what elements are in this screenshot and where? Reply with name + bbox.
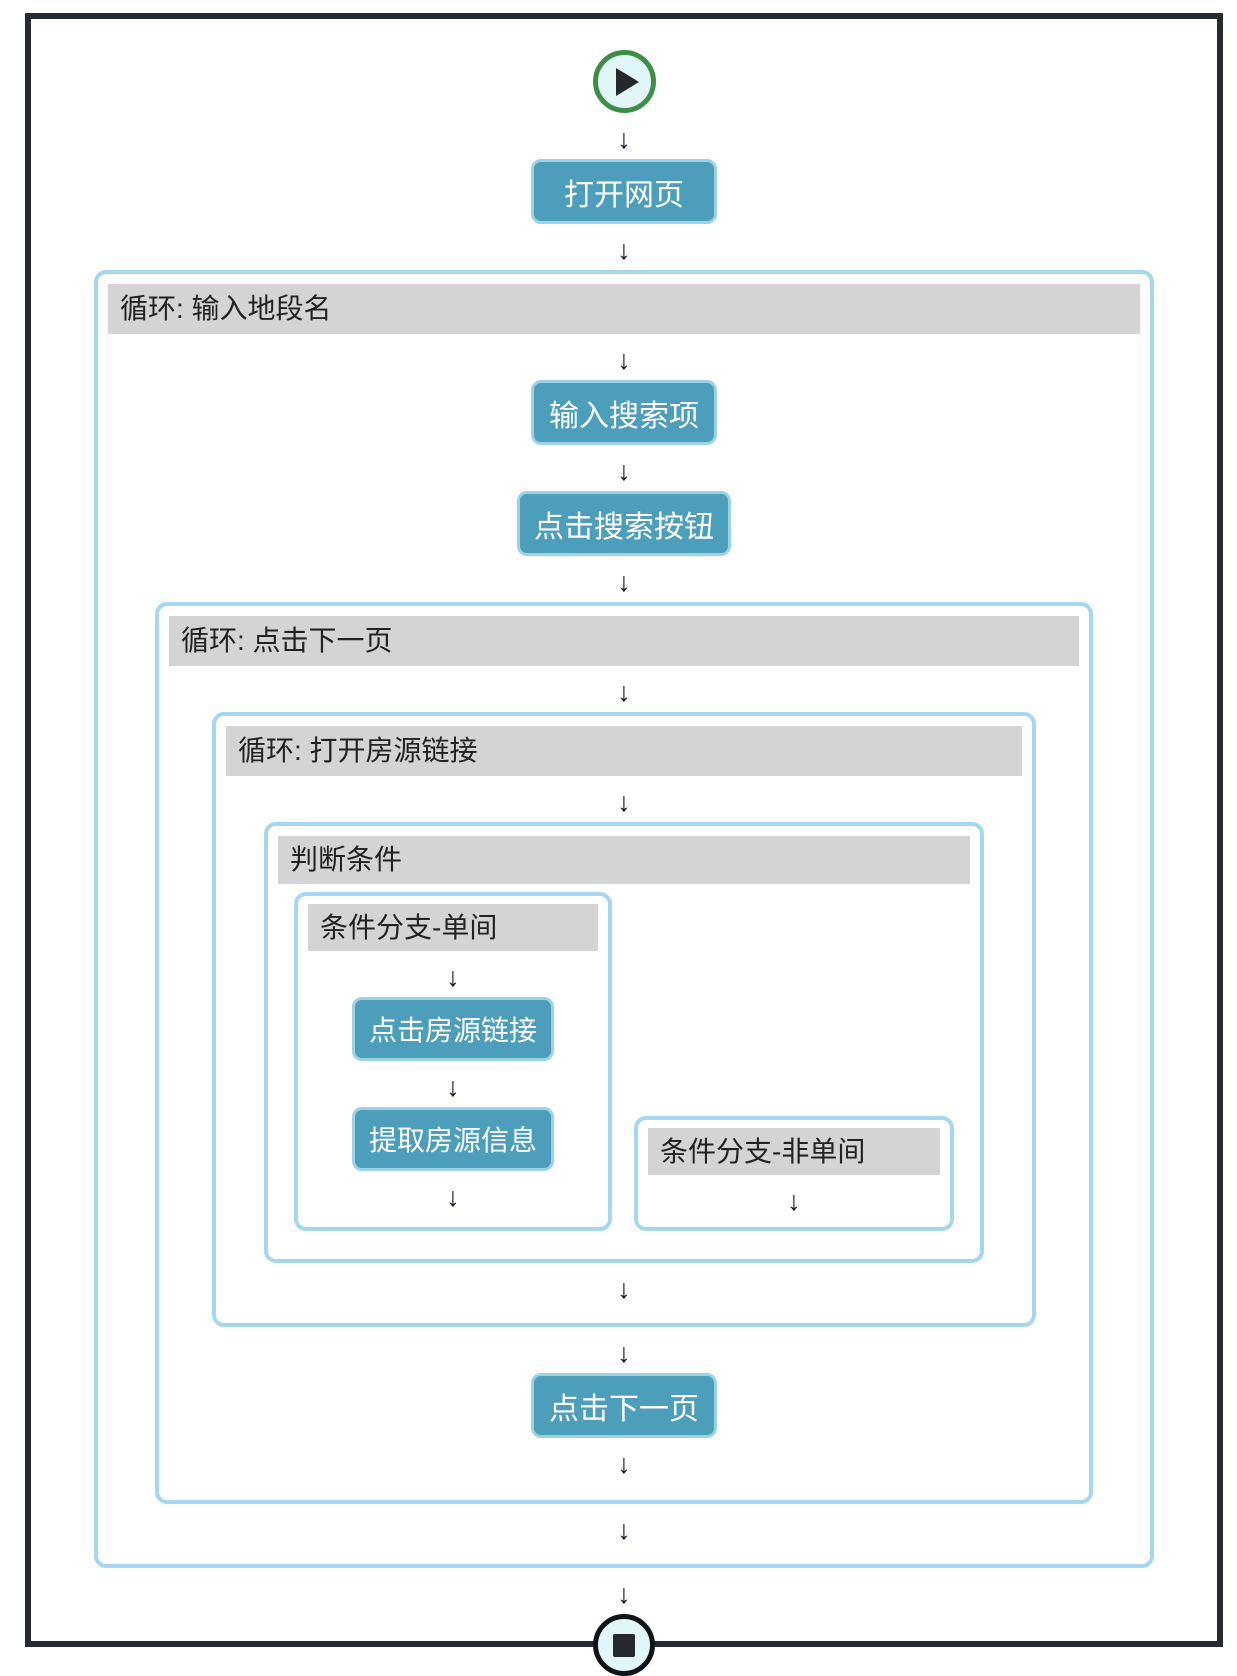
loop-header-next-page[interactable]: 循环: 点击下一页 xyxy=(169,616,1079,666)
condition-header[interactable]: 判断条件 xyxy=(278,836,970,884)
stop-icon xyxy=(613,1633,635,1657)
loop-container-open-listing: 循环: 打开房源链接 ↓ 判断条件 条件分支-单间 ↓ 点击房源链接 ↓ 提取房… xyxy=(212,712,1036,1327)
condition-branches: 条件分支-单间 ↓ 点击房源链接 ↓ 提取房源信息 ↓ 条件分支-非单间 ↓ xyxy=(268,892,980,1231)
flow-arrow: ↓ xyxy=(787,1186,801,1216)
end-node[interactable] xyxy=(593,1614,655,1676)
loop-header-open-listing[interactable]: 循环: 打开房源链接 xyxy=(226,726,1022,776)
step-click-search[interactable]: 点击搜索按钮 xyxy=(517,491,731,556)
flow-arrow: ↓ xyxy=(617,1274,631,1304)
loop-header-district[interactable]: 循环: 输入地段名 xyxy=(108,284,1140,334)
branch-header-not-single-room[interactable]: 条件分支-非单间 xyxy=(648,1128,940,1175)
branch-header-single-room[interactable]: 条件分支-单间 xyxy=(308,904,598,951)
branch-single-room: 条件分支-单间 ↓ 点击房源链接 ↓ 提取房源信息 ↓ xyxy=(294,892,612,1231)
workflow-canvas-frame: ↓ 打开网页 ↓ 循环: 输入地段名 ↓ 输入搜索项 ↓ 点击搜索按钮 ↓ 循环… xyxy=(25,13,1223,1676)
flow-arrow: ↓ xyxy=(617,1449,631,1479)
flow-arrow: ↓ xyxy=(446,962,460,992)
flow-arrow: ↓ xyxy=(446,1182,460,1212)
step-extract-info[interactable]: 提取房源信息 xyxy=(351,1107,554,1171)
start-node[interactable] xyxy=(592,50,656,113)
flow-arrow: ↓ xyxy=(617,235,631,265)
flow-arrow: ↓ xyxy=(617,567,631,597)
flow-arrow: ↓ xyxy=(617,456,631,486)
loop-container-next-page: 循环: 点击下一页 ↓ 循环: 打开房源链接 ↓ 判断条件 条件分支-单间 ↓ … xyxy=(155,602,1093,1504)
flow-arrow: ↓ xyxy=(617,787,631,817)
loop-container-district: 循环: 输入地段名 ↓ 输入搜索项 ↓ 点击搜索按钮 ↓ 循环: 点击下一页 ↓… xyxy=(94,270,1154,1568)
flow-arrow: ↓ xyxy=(617,1338,631,1368)
condition-container: 判断条件 条件分支-单间 ↓ 点击房源链接 ↓ 提取房源信息 ↓ xyxy=(264,822,984,1263)
step-input-search[interactable]: 输入搜索项 xyxy=(531,380,717,445)
flow-arrow: ↓ xyxy=(617,1515,631,1545)
workflow-canvas: ↓ 打开网页 ↓ 循环: 输入地段名 ↓ 输入搜索项 ↓ 点击搜索按钮 ↓ 循环… xyxy=(31,19,1217,1676)
flow-arrow: ↓ xyxy=(617,677,631,707)
flow-arrow: ↓ xyxy=(446,1072,460,1102)
flow-arrow: ↓ xyxy=(617,345,631,375)
flow-arrow: ↓ xyxy=(617,124,631,154)
play-icon xyxy=(616,67,639,96)
step-click-listing[interactable]: 点击房源链接 xyxy=(351,997,554,1061)
branch-not-single-room: 条件分支-非单间 ↓ xyxy=(634,1116,954,1231)
step-click-next-page[interactable]: 点击下一页 xyxy=(531,1373,717,1438)
flow-arrow: ↓ xyxy=(617,1579,631,1609)
step-open-page[interactable]: 打开网页 xyxy=(531,159,717,224)
